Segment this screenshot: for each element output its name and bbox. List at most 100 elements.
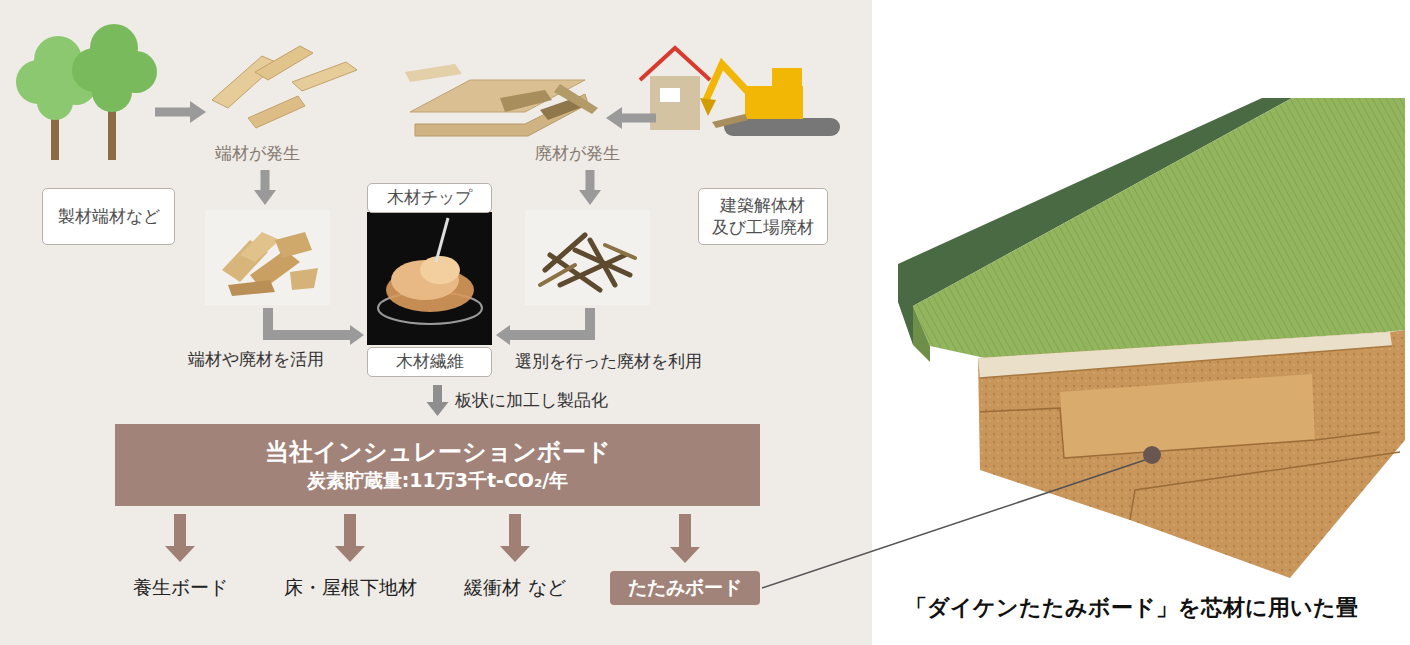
waste-chip-photo [545,235,630,290]
flow-arrow [620,114,656,123]
demolition-waste [554,84,598,114]
tatami-illustration [1143,446,1161,464]
flow-arrow [586,170,595,192]
demolition-waste [660,88,680,102]
node-text: 建築解体材 及び工場廃材 [710,195,815,238]
demolition-waste [772,68,802,90]
waste-chip-photo [540,245,635,285]
flow-connector [335,514,365,562]
tatami-illustration [980,408,1380,458]
product-item: 床・屋根下地材 [265,570,435,604]
wood-chip-photo [228,280,275,296]
arrow-head [165,546,195,562]
node-text: たたみボード [628,575,742,601]
node-text: 製材端材など [58,206,160,227]
wood-chip-photo [240,232,280,262]
node-text: 養生ボード [133,575,228,600]
tatami-illustration [978,332,1392,378]
arrow-head [427,402,449,416]
product-item: 養生ボード [115,570,245,604]
product-item: 緩衝材 など [445,570,585,604]
edge-label: 板状に加工し製品化 [455,389,608,412]
tree-illustration [16,24,157,160]
connector-line [433,385,442,402]
flow-arrow [261,170,270,192]
demolition-waste [706,64,748,100]
demolition-waste [650,76,700,130]
tree-illustration [92,72,132,112]
wood-chip-photo [290,268,318,290]
tree-illustration [37,84,73,120]
tatami-illustration [1130,452,1400,520]
tatami-illustration [978,330,1405,578]
flow-connector [165,514,195,562]
material-box: 木材繊維 [367,347,492,377]
lumber-offcuts [255,46,313,80]
waste-chip-photo [540,265,575,285]
arrow-head [500,546,530,562]
demolition-waste [700,98,716,116]
tatami-illustration [913,306,930,362]
product-highlight: たたみボード [610,571,760,605]
flow-arrow [508,308,590,335]
arrow-head [670,547,700,563]
connector-line [509,514,521,546]
node-text: 木材チップ [387,187,472,208]
wood-chip-photo [205,210,330,305]
wood-fiber-photo [367,212,492,345]
flow-arrow [268,308,352,335]
flow-arrow [606,107,622,129]
node-text: 緩衝材 など [464,575,565,600]
connector-line [174,514,186,546]
tatami-illustration [913,98,1405,358]
source-box: 建築解体材 及び工場廃材 [698,188,828,245]
flow-connector [427,385,449,416]
waste-chip-photo [605,245,635,258]
flow-label: 廃材が発生 [535,142,620,165]
flow-arrow [350,325,364,345]
product-band: 当社インシュレーションボード炭素貯蔵量:11万3千t-CO₂/年 [115,424,760,506]
demolition-waste [712,114,748,128]
arrow-head [335,546,365,562]
wood-chip-photo [205,210,330,305]
node-text: 炭素貯蔵量:11万3千t-CO₂/年 [307,468,569,494]
source-box: 製材端材など [42,188,175,245]
tatami-illustration [762,98,1405,588]
flow-arrow [254,190,276,205]
demolition-waste [745,86,803,119]
flow-arrow [155,108,192,117]
flow-label: 端材や廃材を活用 [188,348,324,371]
tatami-illustration [762,460,1145,588]
wood-fiber-photo [420,256,460,284]
wood-fiber-photo [436,218,448,262]
material-box: 木材チップ [367,183,492,213]
flow-label: 端材が発生 [215,142,300,165]
lumber-offcuts [248,96,305,128]
waste-chip-photo [525,210,650,305]
demolition-waste [405,64,462,82]
node-text: 木材繊維 [396,351,464,372]
lumber-offcuts [292,62,357,91]
flow-arrow [579,190,601,205]
flow-arrow [606,107,656,129]
node-text: 当社インシュレーションボード [265,436,611,468]
flow-connector [670,514,700,563]
flow-connector [500,514,530,562]
connector-line [344,514,356,546]
flow-arrow [496,325,510,345]
tatami-illustration [1060,374,1315,458]
flow-arrow [190,101,206,123]
waste-chip-photo [525,210,650,305]
wood-fiber-photo [367,212,492,345]
connector-line [679,514,691,547]
lumber-offcuts [212,46,357,128]
demolition-waste [405,48,840,136]
node-text: 床・屋根下地材 [284,575,417,600]
lumber-offcuts [212,56,278,108]
tatami-illustration [980,346,1392,378]
waste-chip-photo [550,255,600,290]
wood-chip-photo [275,232,312,258]
